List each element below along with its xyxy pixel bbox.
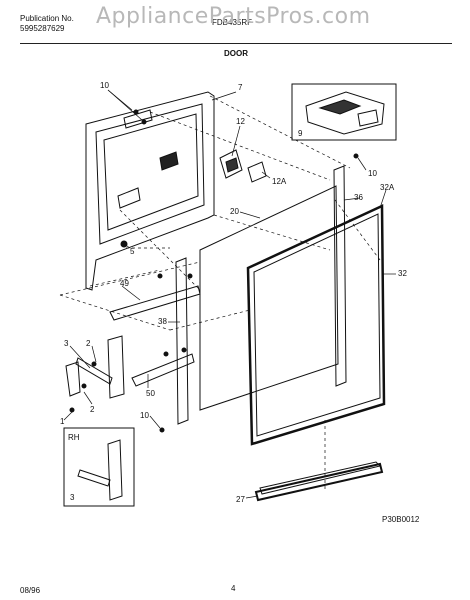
part-label-10: 10 bbox=[100, 81, 109, 90]
diagram-code: P30B0012 bbox=[382, 515, 420, 524]
rh-label: RH bbox=[68, 433, 80, 442]
part-label-49: 49 bbox=[120, 279, 129, 288]
part-label-2b: 2 bbox=[90, 405, 95, 414]
publication-label: Publication No. bbox=[20, 14, 74, 23]
header-rule bbox=[20, 43, 452, 44]
detergent-dispenser-inset bbox=[291, 83, 397, 141]
publication-number: 5995287629 bbox=[20, 24, 65, 33]
part-label-38: 38 bbox=[158, 317, 167, 326]
part-label-5: 5 bbox=[130, 247, 135, 256]
hinge-main bbox=[65, 335, 125, 399]
side-trim-left bbox=[175, 257, 189, 425]
model-number: FDB435RF bbox=[212, 18, 253, 27]
latch-assembly bbox=[219, 149, 267, 183]
trim-strip-49 bbox=[109, 285, 201, 321]
part-label-3b: 3 bbox=[70, 493, 75, 502]
part-label-12: 12 bbox=[236, 117, 245, 126]
part-label-2: 2 bbox=[86, 339, 91, 348]
door-panel bbox=[199, 185, 339, 411]
part-label-50: 50 bbox=[146, 389, 155, 398]
leader-lines bbox=[63, 89, 396, 499]
part-label-3: 3 bbox=[64, 339, 69, 348]
part-label-10b: 10 bbox=[368, 169, 377, 178]
part-label-1: 1 bbox=[60, 417, 65, 426]
footer-date: 08/96 bbox=[20, 586, 41, 595]
side-trim-right bbox=[333, 165, 347, 387]
part-label-10c: 10 bbox=[140, 411, 149, 420]
trim-strip-50 bbox=[131, 353, 195, 387]
part-label-7: 7 bbox=[238, 83, 243, 92]
inner-door-frame bbox=[85, 91, 215, 291]
part-label-12a: 12A bbox=[272, 177, 287, 186]
part-label-32a: 32A bbox=[380, 183, 395, 192]
part-label-20: 20 bbox=[230, 207, 239, 216]
part-label-36: 36 bbox=[354, 193, 363, 202]
footer-page: 4 bbox=[231, 584, 236, 593]
outer-door-panel bbox=[246, 204, 386, 446]
section-title: DOOR bbox=[224, 49, 248, 58]
watermark: AppliancePartsPros.com bbox=[96, 4, 371, 29]
rh-hinge-inset bbox=[63, 427, 135, 507]
part-label-32: 32 bbox=[398, 269, 407, 278]
part-label-9: 9 bbox=[298, 129, 303, 138]
screws bbox=[69, 109, 359, 433]
projection-lines bbox=[59, 95, 381, 490]
kick-plate bbox=[254, 461, 384, 502]
part-label-27: 27 bbox=[236, 495, 245, 504]
